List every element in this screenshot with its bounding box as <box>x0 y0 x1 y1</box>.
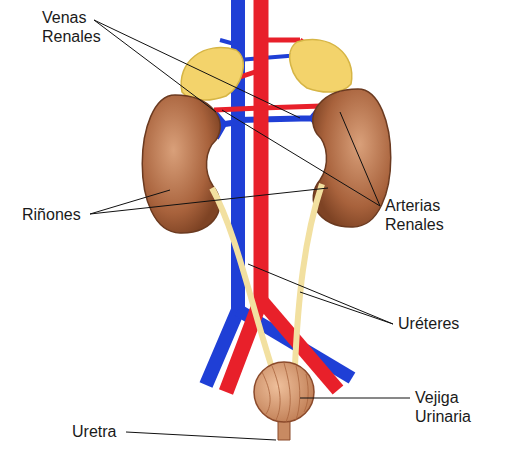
leader-line <box>300 292 393 324</box>
leader-line <box>126 432 276 440</box>
leader-lines <box>90 20 410 440</box>
leader-line <box>248 264 393 324</box>
ureter <box>212 188 272 368</box>
kidney <box>313 89 391 227</box>
leader-line <box>94 20 300 118</box>
leader-line <box>300 398 410 399</box>
part-label: Riñones <box>22 205 92 224</box>
adrenal-gland <box>290 40 352 93</box>
part-label: Uréteres <box>398 314 478 333</box>
leader-line <box>90 190 170 214</box>
part-label: Venas Renales <box>42 8 114 46</box>
part-label: Uretra <box>72 422 128 441</box>
bladder <box>254 362 314 422</box>
ureter <box>295 184 322 366</box>
part-label: Vejiga Urinaria <box>415 388 493 426</box>
leader-line <box>222 110 380 206</box>
leader-line <box>340 112 380 206</box>
kidney <box>142 95 220 233</box>
bladder-texture <box>262 363 308 422</box>
leader-line <box>90 188 328 214</box>
leader-line <box>94 20 216 112</box>
part-label: Arterias Renales <box>385 196 463 234</box>
